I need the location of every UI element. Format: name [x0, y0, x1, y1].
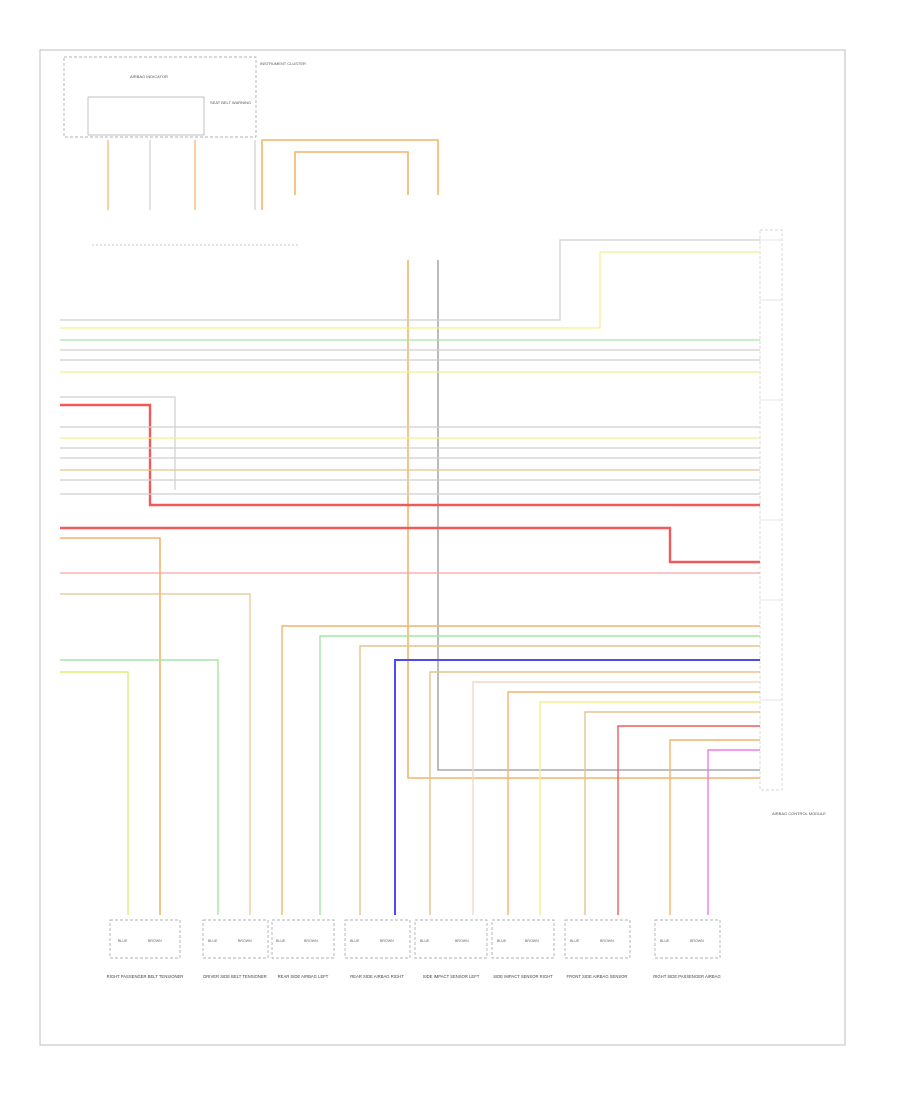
long-vertical-lines: [407, 260, 760, 779]
bottom-components: [109, 919, 721, 959]
component-label-4: REAR SIDE AIRBAG RIGHT: [350, 974, 404, 979]
wire-group-1: [60, 239, 760, 373]
svg-text:BROWN: BROWN: [148, 939, 162, 943]
svg-text:BROWN: BROWN: [525, 939, 539, 943]
svg-text:BLUE: BLUE: [276, 939, 286, 943]
component-box-8: [654, 919, 721, 959]
component-label-7: FRONT SIDE AIRBAG SENSOR: [567, 974, 628, 979]
svg-text:BLUE: BLUE: [118, 939, 128, 943]
svg-text:BROWN: BROWN: [238, 939, 252, 943]
wire-group-2: [60, 396, 760, 507]
airbag-indicator-label: AIRBAG INDICATOR: [130, 74, 168, 79]
svg-text:BLUE: BLUE: [350, 939, 360, 943]
component-label-2: DRIVER SIDE BELT TENSIONER: [203, 974, 267, 979]
svg-text:BROWN: BROWN: [380, 939, 394, 943]
module-connector: [759, 229, 783, 791]
instrument-cluster-box: [63, 56, 257, 138]
seat-belt-warning-label: SEAT BELT WARNING: [210, 100, 251, 105]
svg-text:BLUE: BLUE: [570, 939, 580, 943]
component-box-7: [564, 919, 631, 959]
component-label-8: RIGHT SIDE PASSENGER AIRBAG: [653, 974, 721, 979]
component-box-5: [414, 919, 488, 959]
cluster-connectors: [107, 140, 256, 210]
svg-text:BLUE: BLUE: [420, 939, 430, 943]
svg-text:BROWN: BROWN: [455, 939, 469, 943]
instrument-cluster-label: INSTRUMENT CLUSTER: [260, 61, 306, 66]
svg-text:BROWN: BROWN: [600, 939, 614, 943]
component-label-5: SIDE IMPACT SENSOR LEFT: [423, 974, 480, 979]
module-pins: [760, 239, 782, 701]
component-box-6: [491, 919, 555, 959]
svg-text:BLUE: BLUE: [497, 939, 507, 943]
bottom-component-labels: RIGHT PASSENGER BELT TENSIONER DRIVER SI…: [107, 974, 721, 979]
wire-group-3: [60, 526, 760, 915]
svg-text:BLUE: BLUE: [208, 939, 218, 943]
component-label-1: RIGHT PASSENGER BELT TENSIONER: [107, 974, 184, 979]
svg-text:BROWN: BROWN: [304, 939, 318, 943]
box-connector-labels: BLUE BROWN BLUE BROWN BLUE BROWN BLUE BR…: [118, 939, 704, 943]
module-label: AIRBAG CONTROL MODULE: [772, 811, 826, 816]
svg-text:BLUE: BLUE: [660, 939, 670, 943]
component-box-1: [109, 919, 181, 959]
component-label-6: SIDE IMPACT SENSOR RIGHT: [493, 974, 553, 979]
component-label-3: REAR SIDE AIRBAG LEFT: [278, 974, 329, 979]
wire-group-4: [60, 625, 760, 915]
cluster-inner-box: [87, 96, 205, 136]
diagram-border: [39, 49, 846, 1046]
top-orange-harness: [261, 139, 439, 210]
component-box-2: [202, 919, 269, 959]
component-box-4: [344, 919, 411, 959]
component-box-3: [271, 919, 335, 959]
svg-text:BROWN: BROWN: [690, 939, 704, 943]
